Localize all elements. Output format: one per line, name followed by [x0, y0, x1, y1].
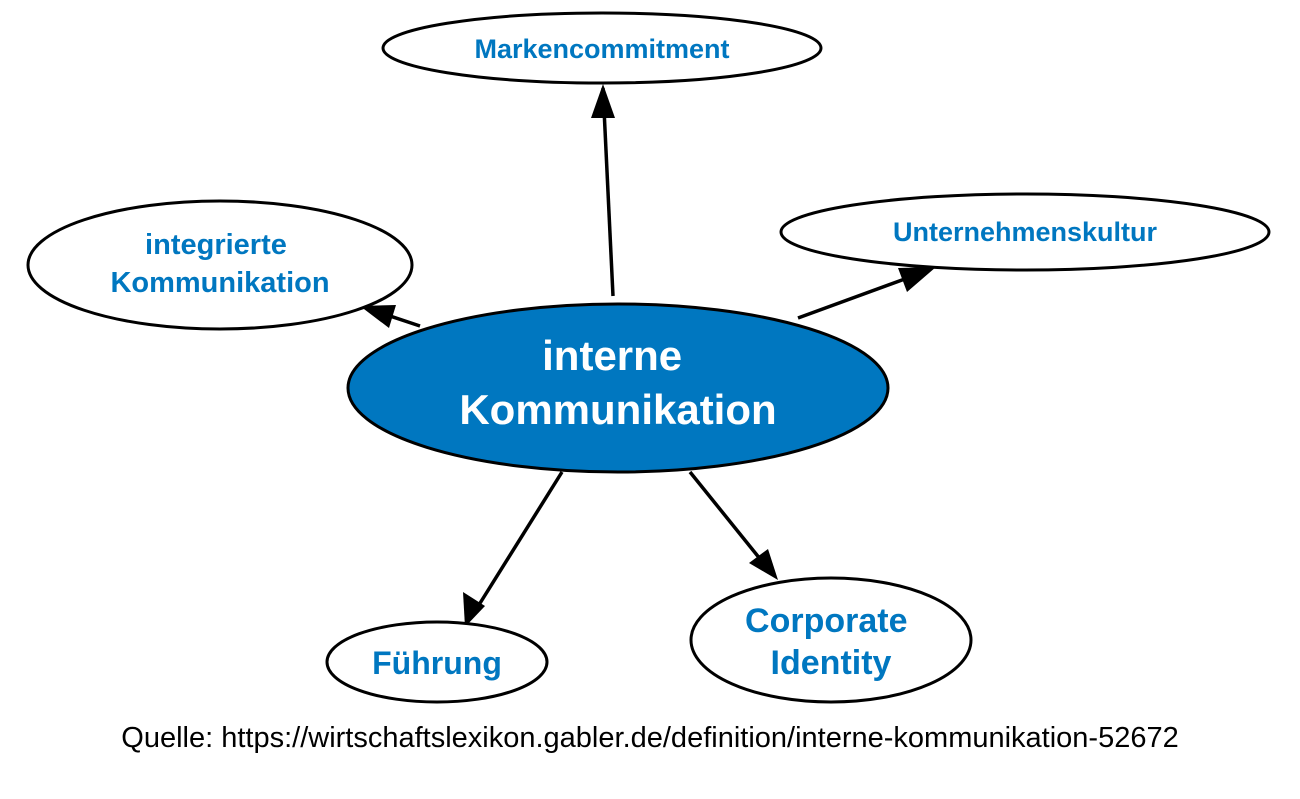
node-markencommitment: Markencommitment [381, 11, 823, 85]
edge-to-fuehrung [470, 471, 564, 617]
source-caption: Quelle: https://wirtschaftslexikon.gable… [121, 722, 1179, 754]
node-integrierte-kommunikation-line-2: Kommunikation [110, 267, 329, 299]
node-markencommitment-label: Markencommitment [474, 34, 729, 64]
arrowhead-unternehmenskultur [898, 267, 936, 292]
node-unternehmenskultur: Unternehmenskultur [779, 192, 1271, 272]
edges [360, 84, 936, 627]
center-node-line-1: interne [542, 332, 682, 379]
arrowhead-integrierte-kommunikation [360, 305, 396, 328]
center-node-line-2: Kommunikation [459, 386, 776, 433]
node-unternehmenskultur-shape [779, 192, 1271, 272]
node-corporate-identity: Corporate Identity [689, 576, 973, 704]
center-node: interne Kommunikation [346, 302, 890, 474]
node-corporate-identity-line-1: Corporate [745, 602, 907, 640]
node-integrierte-kommunikation: integrierte Kommunikation [26, 199, 414, 331]
node-fuehrung: Führung [325, 620, 549, 704]
node-corporate-identity-shape [689, 576, 973, 704]
edge-to-corporate-identity [688, 470, 771, 572]
center-node-shape [346, 302, 890, 474]
arrowhead-corporate-identity [749, 549, 778, 580]
node-fuehrung-shape [325, 620, 549, 704]
arrowhead-fuehrung [463, 592, 485, 627]
edge-to-markencommitment [601, 87, 615, 297]
node-corporate-identity-line-2: Identity [771, 644, 892, 682]
node-unternehmenskultur-label: Unternehmenskultur [893, 217, 1158, 247]
node-fuehrung-line-1: Führung [372, 645, 502, 681]
arrowhead-markencommitment [591, 84, 615, 118]
node-fuehrung-label: Führung [372, 645, 502, 681]
node-integrierte-kommunikation-shape [26, 199, 414, 331]
node-unternehmenskultur-line-1: Unternehmenskultur [893, 217, 1158, 247]
center-node-label: interne Kommunikation [459, 332, 776, 433]
node-markencommitment-shape [381, 11, 823, 85]
node-corporate-identity-label: Corporate Identity [745, 602, 917, 682]
node-integrierte-kommunikation-line-1: integrierte [145, 229, 287, 261]
node-markencommitment-line-1: Markencommitment [474, 34, 729, 64]
node-integrierte-kommunikation-label: integrierte Kommunikation [110, 229, 329, 299]
